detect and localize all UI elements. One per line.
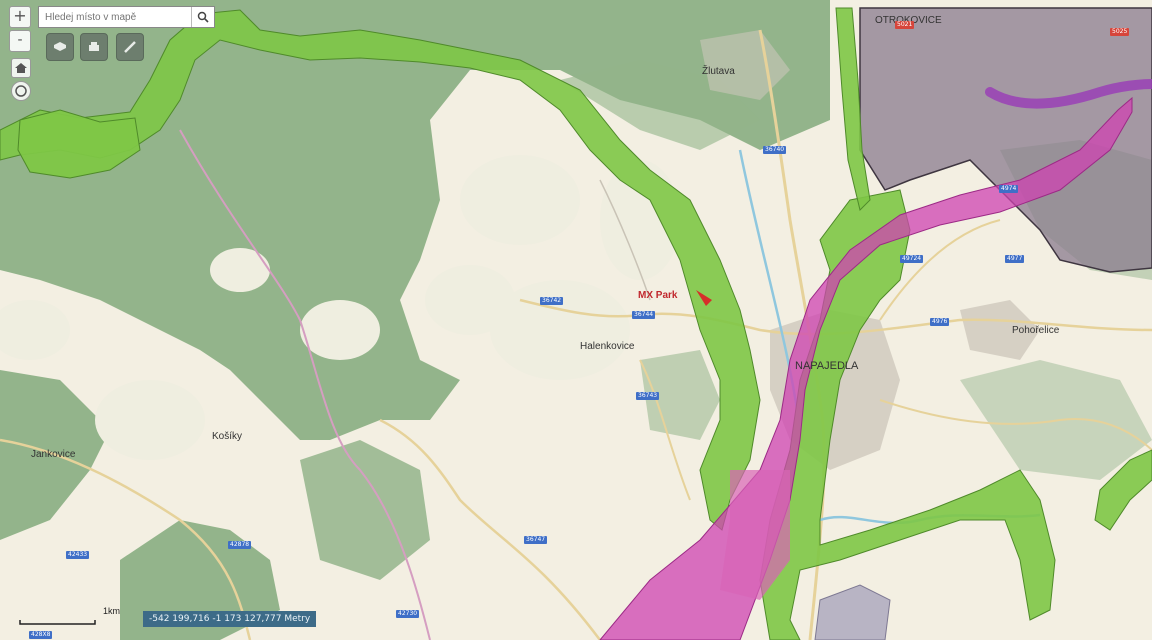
place-kosiky: Košíky: [212, 431, 243, 442]
mx-park-marker-icon[interactable]: [696, 290, 712, 306]
purple-line-north: [985, 79, 1152, 109]
measure-button[interactable]: [116, 33, 144, 61]
print-icon: [89, 42, 99, 51]
urban-zone-otrokovice: [859, 7, 1152, 273]
road-shield: 42730: [396, 610, 420, 618]
locate-button[interactable]: [11, 81, 31, 101]
road-shield: 5025: [1110, 28, 1130, 36]
locate-icon: [15, 85, 27, 97]
road-shield: 5021: [895, 21, 915, 29]
measure-icon: [124, 41, 136, 53]
road-shield: 36740: [763, 146, 787, 154]
road-shield: 42878: [228, 541, 252, 549]
place-zlutava: Žlutava: [702, 66, 735, 77]
print-button[interactable]: [80, 33, 108, 61]
search-button[interactable]: [191, 7, 214, 27]
mx-park-label: MX Park: [638, 290, 678, 301]
layers-icon: [54, 42, 66, 51]
clearings: [0, 155, 680, 460]
search-icon: [197, 11, 209, 23]
zoom-out-button[interactable]: -: [9, 30, 31, 52]
zoom-in-button[interactable]: +: [9, 6, 31, 28]
place-jankovice: Jankovice: [31, 449, 76, 460]
road-shield: 49724: [900, 255, 924, 263]
place-pohorelice: Pohořelice: [1012, 325, 1060, 336]
place-halenkovice: Halenkovice: [580, 341, 635, 352]
road-shield: 428X8: [29, 631, 53, 639]
road-shield: 36744: [632, 311, 656, 319]
magenta-corridor-overlap: [720, 470, 790, 600]
place-otrokovice: OTROKOVICE: [875, 15, 942, 26]
search-box: [38, 6, 215, 28]
layers-button[interactable]: [46, 33, 74, 61]
road-shield: 4974: [999, 185, 1019, 193]
road-shield: 42433: [66, 551, 90, 559]
road-shield: 36743: [636, 392, 660, 400]
green-corridor-top-right: [835, 7, 871, 211]
coordinates-readout: -542 199,716 -1 173 127,777 Metry: [143, 611, 317, 627]
green-corridor-west-blob: [17, 109, 141, 179]
road-shield: 36742: [540, 297, 564, 305]
home-icon: [15, 63, 27, 73]
road-shield: 4977: [1005, 255, 1025, 263]
green-corridor-north: [0, 9, 761, 531]
search-input[interactable]: [39, 7, 191, 27]
home-button[interactable]: [11, 58, 31, 78]
scale-label: 1km: [103, 606, 121, 616]
road-shield: 36747: [524, 536, 548, 544]
road-shield: 4976: [930, 318, 950, 326]
scale-bar: [19, 620, 96, 625]
green-corridor-southeast: [1094, 449, 1152, 531]
grey-area-south: [814, 584, 891, 640]
place-napajedla: NAPAJEDLA: [795, 360, 859, 372]
